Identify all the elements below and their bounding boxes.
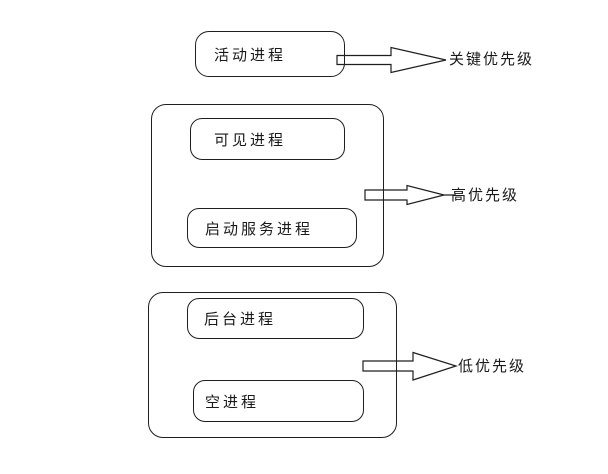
node-started-service-process-label: 启动服务进程 [205,220,314,238]
node-background-process-label: 后台进程 [204,311,277,328]
node-visible-process-label: 可见进程 [214,131,287,149]
node-background-process: 后台进程 [187,298,364,339]
node-visible-process: 可见进程 [190,118,345,160]
label-low-priority: 低优先级 [458,358,527,375]
node-started-service-process: 启动服务进程 [187,208,357,248]
label-high-priority: 高优先级 [451,187,520,204]
node-active-process-label: 活动进程 [214,46,287,64]
node-empty-process-label: 空进程 [205,393,260,411]
arrow-icon-critical-priority [336,46,447,74]
node-active-process: 活动进程 [195,31,345,77]
node-empty-process: 空进程 [193,380,364,422]
label-critical-priority: 关键优先级 [449,51,535,68]
